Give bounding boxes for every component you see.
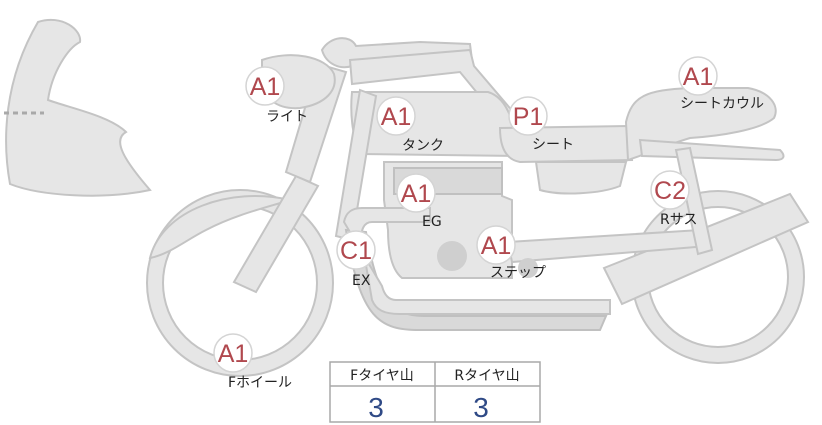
rear-tire-header: Rタイヤ山 <box>454 368 519 384</box>
part-label: ステップ <box>490 265 546 281</box>
tail-frame-shape <box>638 138 785 162</box>
part-label: EG <box>422 214 442 230</box>
rear-tire-value: 3 <box>473 392 489 423</box>
badge-step: A1 ステップ <box>476 225 546 281</box>
grade-circle <box>245 66 285 106</box>
grade-circle <box>678 56 718 96</box>
badge-tank: A1 タンク <box>376 96 444 154</box>
grade-circle <box>213 333 253 373</box>
part-label: シート <box>532 137 574 153</box>
rear-shock-shape <box>674 146 714 256</box>
front-tire-value: 3 <box>368 392 384 423</box>
badge-seat-cowl: A1 シートカウル <box>678 56 764 112</box>
grade-text: P1 <box>513 103 544 131</box>
motorcycle-silhouette <box>4 19 810 377</box>
grade-text: A1 <box>683 63 714 91</box>
badge-light: A1 ライト <box>245 66 308 125</box>
part-label: シートカウル <box>680 96 764 112</box>
badge-seat: P1 シート <box>508 96 574 153</box>
grade-text: A1 <box>401 180 432 208</box>
grade-text: A1 <box>381 103 412 131</box>
grade-text: A1 <box>218 340 249 368</box>
grade-circle <box>376 96 416 136</box>
engine-case-dot <box>437 241 467 271</box>
front-cowl-shape <box>5 19 152 197</box>
step-peg-dot <box>518 258 538 278</box>
grade-circle <box>476 225 516 265</box>
badge-engine: A1 EG <box>396 173 442 230</box>
exhaust-shape <box>342 207 611 315</box>
part-label: タンク <box>402 138 444 154</box>
part-label: Rサス <box>660 212 697 228</box>
part-label: ライト <box>266 109 308 125</box>
grade-text: C2 <box>654 177 686 205</box>
grade-circle <box>650 170 690 210</box>
grade-text: C1 <box>340 237 372 265</box>
grade-text: A1 <box>250 73 281 101</box>
grade-circle <box>508 96 548 136</box>
grade-circle <box>396 173 436 213</box>
tire-tread-table: Fタイヤ山 Rタイヤ山 3 3 <box>329 361 541 423</box>
part-label: EX <box>352 273 371 289</box>
front-fender-shape <box>148 195 294 260</box>
grade-circle <box>336 230 376 270</box>
badge-exhaust: C1 EX <box>336 230 376 289</box>
part-label: Fホイール <box>228 375 292 391</box>
badge-rear-suspension: C2 Rサス <box>650 170 697 228</box>
badge-front-wheel: A1 Fホイール <box>213 333 292 391</box>
side-cover-shape <box>534 161 628 195</box>
grade-text: A1 <box>481 232 512 260</box>
front-tire-header: Fタイヤ山 <box>350 368 414 384</box>
